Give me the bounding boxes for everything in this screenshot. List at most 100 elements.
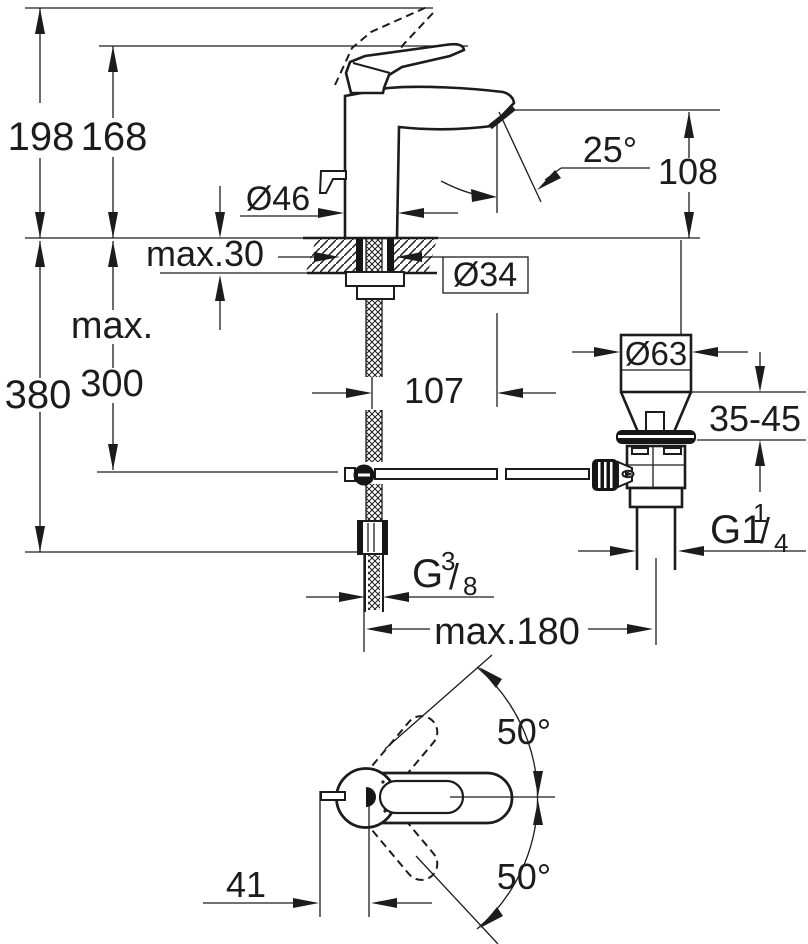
dim-d63: Ø63 [572,335,748,372]
dim-d63-label: Ø63 [625,335,687,372]
hose-in-shank [366,238,382,272]
arrow-down [35,212,45,238]
pull-rod-plan [320,791,346,801]
arrow-right [346,388,372,398]
dim-107: 107 [312,370,556,411]
dim-max180: max.180 [366,611,653,653]
dim-108: 108 [658,112,718,238]
arrow-up [684,112,694,138]
dim-max-label: max. [71,305,153,347]
shank-wall-left [356,238,363,272]
dim-max30: max.30 [146,186,340,330]
swivel-arc [476,666,539,930]
arrow-right [594,347,620,357]
side-view: 25° [5,6,806,653]
horizontal-rod-2 [505,468,590,480]
arrow-right [318,208,344,218]
arrow-down [755,366,765,392]
rod-ball-slit [358,473,370,477]
dim-g114-den: 4 [774,528,788,558]
dim-max30-label: max.30 [146,233,264,274]
knob-knurl [598,462,601,488]
arrow-right [339,592,365,602]
rod-end-tip [625,471,633,477]
dim-g38-slash: / [449,556,459,597]
arrow-right [293,898,319,908]
dim-g114-num: 1 [753,498,767,528]
hose-tail-mesh [368,554,380,610]
mounting-and-hose [344,238,590,612]
swivel-curve-arrowhead [471,189,497,202]
dim-g38-base: G [412,552,443,596]
dim-198: 198 [8,8,75,238]
cartridge-marker [366,787,376,807]
pull-rod-knob [318,170,347,194]
hose-mesh [366,299,382,377]
plan-dot-top [381,780,385,784]
valve-slot-right [663,447,682,455]
waste-lower-block [628,486,684,509]
dim-380-label: 380 [5,373,72,417]
dim-50-upper-label: 50° [497,711,551,752]
popup-waste [592,333,696,570]
dim-108-label: 108 [658,151,718,192]
popup-rod [344,464,590,486]
dim-3545: 35-45 [690,352,806,492]
arrow-down [108,212,118,238]
dim-g38-num: 3 [441,546,455,576]
arc-arrowhead-upper [479,667,502,688]
dimensions: 198 168 380 [5,8,806,653]
faucet-body [318,42,516,240]
dim-g114-base: G1 [710,508,763,552]
handle-raised-outline-top [334,6,428,86]
dim-d46: Ø46 [240,180,458,218]
spout-angle-group: 25° [440,111,650,203]
handle-joint-line [352,62,391,74]
knob-knurl [610,462,613,488]
arrow-left [692,347,718,357]
swivel-line-upper [384,654,493,750]
arc-arrowhead-mid-down [533,771,543,796]
valve-slot-left [631,447,649,455]
label-box [442,256,529,294]
arrow-down [35,526,45,552]
arrow-up [108,46,118,72]
knob-knurl [604,462,607,488]
arc-arrowhead-lower [480,907,503,928]
dim-d34-label: Ø34 [453,256,517,294]
horizontal-rod-1 [374,468,498,480]
waste-plug-cylinder [619,333,693,394]
dim-d34: Ø34 [396,252,529,294]
dim-max300: max. 300 [71,241,153,470]
arc-arrowhead-mid-up [533,800,543,825]
arrow-left [398,208,424,218]
arrow-up [35,241,45,267]
dim-168: 168 [81,46,147,238]
arrow-left [383,592,409,602]
angle-leader-arrowhead [537,170,561,190]
dim-300-label: 300 [80,363,143,405]
arrow-left [371,898,397,908]
stream-direction-line [498,111,542,203]
flex-hose-segment-3 [365,484,383,521]
shank-wall-right [387,238,394,272]
handle-lever [344,42,466,95]
arrow-left [497,388,523,398]
mounting-nut [356,285,395,300]
arrow-down [215,212,225,238]
arrow-down [108,444,118,470]
waste-flange-stripe [618,435,694,438]
dim-41-label: 41 [226,864,266,905]
dim-g114: G1 1 / 4 [578,498,806,558]
waste-neck-tab [645,411,665,433]
dim-198-label: 198 [8,115,75,159]
dim-g38: G 3 / 8 [306,546,494,602]
arrow-right [314,252,340,262]
mounting-washer [345,271,405,287]
arrow-left [366,624,392,634]
waste-taper [619,391,693,433]
arrow-left [678,546,704,556]
arrow-up [215,275,225,301]
dim-3545-label: 35-45 [709,398,801,439]
